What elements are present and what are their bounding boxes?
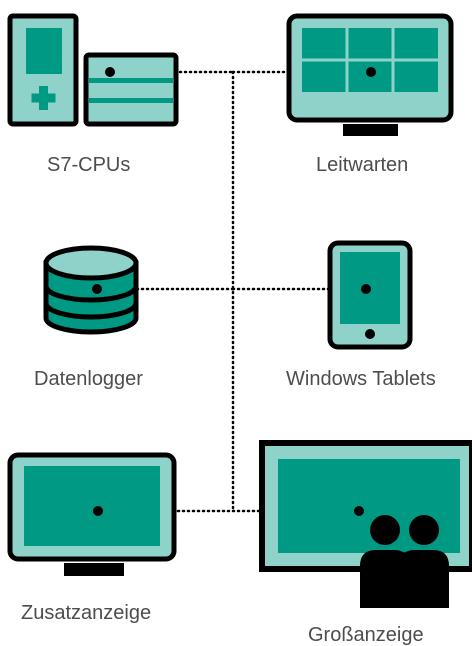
label-zusatzanzeige: Zusatzanzeige xyxy=(21,602,152,624)
audience-icon xyxy=(360,515,449,608)
monitor-icon xyxy=(7,452,177,576)
label-grossanzeige: Großanzeige xyxy=(308,624,424,646)
plc-cpu-icon xyxy=(7,13,179,127)
label-windows-tablets: Windows Tablets xyxy=(286,368,436,390)
label-datenlogger: Datenlogger xyxy=(34,368,143,390)
control-room-monitor-icon xyxy=(286,13,454,136)
large-display-audience-icon xyxy=(259,440,472,608)
tablet-icon xyxy=(327,240,413,350)
label-leitwarten: Leitwarten xyxy=(316,154,409,176)
database-icon xyxy=(43,245,139,335)
label-s7-cpus: S7-CPUs xyxy=(47,154,131,176)
